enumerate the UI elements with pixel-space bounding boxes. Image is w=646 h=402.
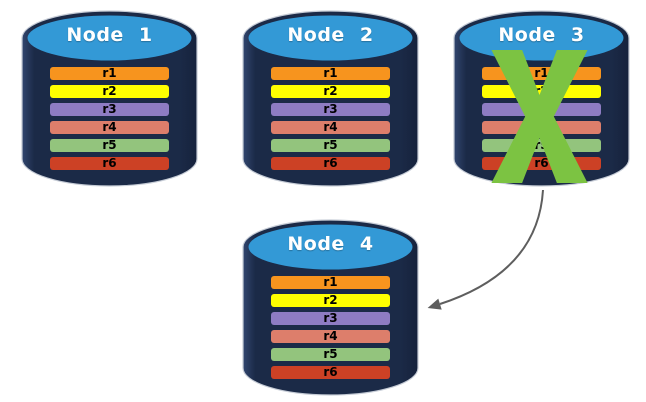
node-label: Node 4 (287, 233, 374, 255)
record-row-r5: r5 (271, 139, 390, 152)
record-row-r2: r2 (271, 294, 390, 307)
record-row-r1: r1 (50, 67, 169, 80)
node-2-database: Node 2 r1 r2 r3 r4 r5 r6 (242, 5, 419, 190)
node-label: Node 2 (287, 24, 374, 46)
failure-x-icon (491, 50, 588, 183)
node-label: Node 3 (498, 24, 585, 46)
record-row-r6: r6 (50, 157, 169, 170)
record-list: r1 r2 r3 r4 r5 r6 (271, 276, 390, 379)
record-row-r4: r4 (271, 121, 390, 134)
record-row-r1: r1 (271, 67, 390, 80)
record-row-r5: r5 (50, 139, 169, 152)
record-row-r6: r6 (271, 366, 390, 379)
record-row-r5: r5 (271, 348, 390, 361)
arrowhead-icon (427, 298, 442, 310)
record-row-r4: r4 (50, 121, 169, 134)
record-row-r3: r3 (50, 103, 169, 116)
record-row-r6: r6 (271, 157, 390, 170)
record-list: r1 r2 r3 r4 r5 r6 (50, 67, 169, 170)
record-row-r1: r1 (271, 276, 390, 289)
record-row-r3: r3 (271, 312, 390, 325)
node-1-database: Node 1 r1 r2 r3 r4 r5 r6 (21, 5, 198, 190)
node-label: Node 1 (66, 24, 153, 46)
record-row-r2: r2 (50, 85, 169, 98)
record-row-r3: r3 (271, 103, 390, 116)
record-row-r4: r4 (271, 330, 390, 343)
record-list: r1 r2 r3 r4 r5 r6 (271, 67, 390, 170)
record-row-r2: r2 (271, 85, 390, 98)
node-4-database: Node 4 r1 r2 r3 r4 r5 r6 (242, 214, 419, 399)
